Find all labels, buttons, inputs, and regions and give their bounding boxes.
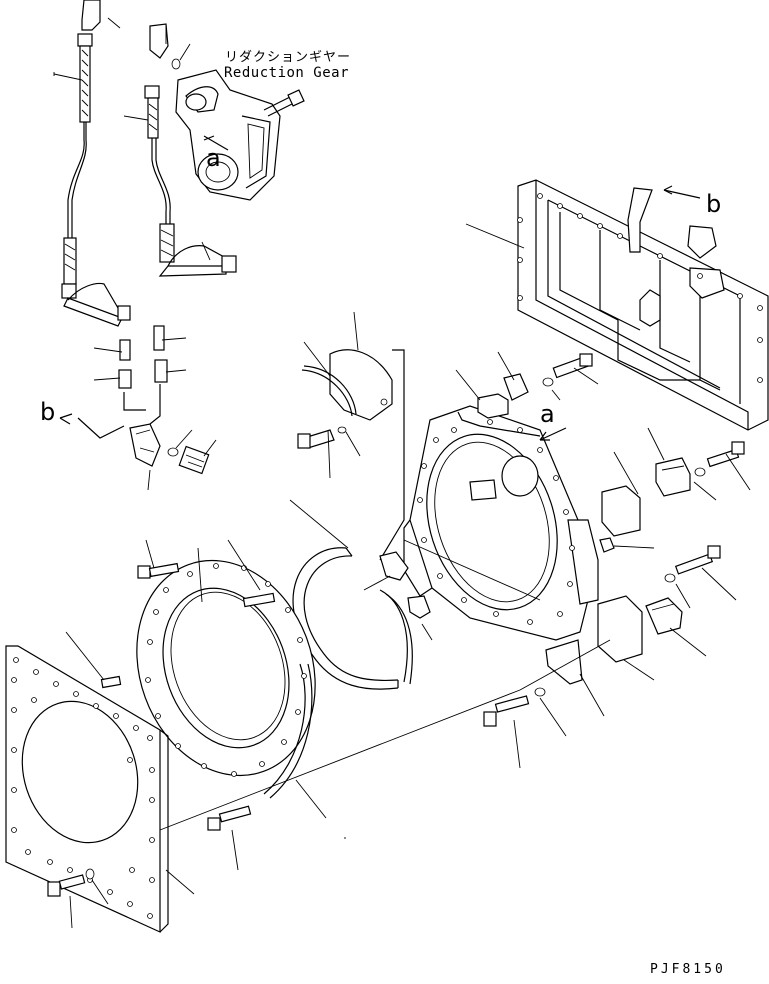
- ref-a-housing: a: [540, 400, 555, 428]
- hose-assembly-left: [61, 0, 210, 475]
- hose-assembly-center: [144, 23, 237, 425]
- ref-b-hose: b: [40, 398, 55, 426]
- guard-plate: [297, 349, 405, 561]
- ref-b-arrow: [663, 189, 701, 199]
- drawing-code: PJF8150: [650, 962, 726, 977]
- leader-lines: [53, 17, 751, 929]
- ref-a-arrow: [539, 427, 567, 441]
- reduction-gear-label-en: Reduction Gear: [224, 65, 350, 81]
- ref-a-gear: a: [206, 144, 221, 172]
- flanged-housing: [403, 405, 599, 685]
- mounting-frame: [517, 179, 769, 431]
- seal-strips: [292, 547, 431, 690]
- housing-bolt-holes: [417, 419, 575, 625]
- ring-flange: [136, 559, 316, 799]
- plate-bolt-holes: [11, 657, 155, 919]
- mounting-plate: [5, 645, 169, 933]
- ref-b-frame: b: [706, 190, 721, 218]
- pads-and-blocks: [477, 353, 745, 663]
- reduction-gear-housing: [175, 69, 305, 201]
- reduction-gear-label-jp: リダクションギヤー: [225, 50, 352, 65]
- ring-bolt-holes: [145, 563, 307, 777]
- bolts-and-pins: [47, 562, 546, 897]
- frame-bolt-holes: [517, 193, 763, 383]
